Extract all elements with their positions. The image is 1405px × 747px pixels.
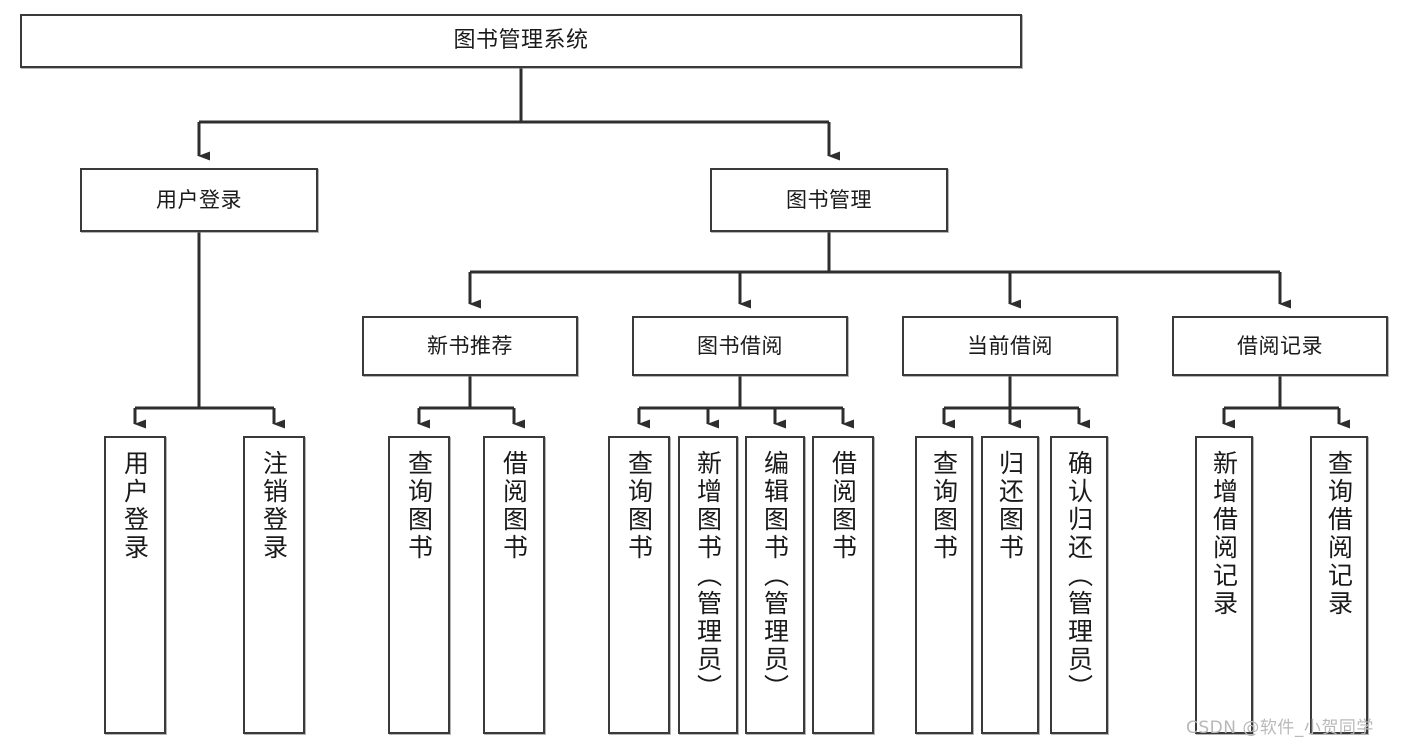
node-label: 注销登录 bbox=[259, 450, 289, 562]
node-label: 查询借阅记录 bbox=[1324, 450, 1354, 618]
csdn-watermark: CSDN @软件_小贺同学 bbox=[1186, 718, 1374, 738]
leaf-edit-book-admin[interactable]: 编辑图书（管理员） bbox=[745, 436, 805, 734]
node-book-manage[interactable]: 图书管理 bbox=[710, 168, 948, 232]
leaf-user-login[interactable]: 用户登录 bbox=[104, 436, 166, 734]
node-label: 新增借阅记录 bbox=[1209, 450, 1239, 618]
leaf-confirm-return[interactable]: 确认归还（管理员） bbox=[1050, 436, 1108, 734]
node-label: 查询图书 bbox=[929, 450, 959, 562]
node-current-borrow[interactable]: 当前借阅 bbox=[902, 316, 1118, 376]
node-label: 借阅记录 bbox=[1237, 333, 1323, 358]
node-label: 用户登录 bbox=[120, 450, 150, 562]
node-borrow-record[interactable]: 借阅记录 bbox=[1172, 316, 1388, 376]
node-label: 查询图书 bbox=[624, 450, 654, 562]
node-label: 图书管理系统 bbox=[453, 28, 589, 54]
leaf-query-book-1[interactable]: 查询图书 bbox=[388, 436, 450, 734]
node-label: 图书管理 bbox=[786, 187, 872, 212]
node-label: 查询图书 bbox=[404, 450, 434, 562]
node-root-system[interactable]: 图书管理系统 bbox=[20, 14, 1022, 68]
leaf-add-book-admin[interactable]: 新增图书（管理员） bbox=[678, 436, 738, 734]
leaf-borrow-book-2[interactable]: 借阅图书 bbox=[812, 436, 874, 734]
leaf-borrow-book-1[interactable]: 借阅图书 bbox=[483, 436, 545, 734]
node-label: 新书推荐 bbox=[427, 333, 513, 358]
leaf-query-book-3[interactable]: 查询图书 bbox=[915, 436, 973, 734]
leaf-add-record[interactable]: 新增借阅记录 bbox=[1195, 436, 1253, 734]
node-label: 图书借阅 bbox=[697, 333, 783, 358]
leaf-query-record[interactable]: 查询借阅记录 bbox=[1310, 436, 1368, 734]
node-book-borrow[interactable]: 图书借阅 bbox=[632, 316, 848, 376]
node-new-book-recommend[interactable]: 新书推荐 bbox=[362, 316, 578, 376]
node-label: 用户登录 bbox=[156, 187, 242, 212]
node-label: 确认归还（管理员） bbox=[1064, 450, 1094, 702]
node-label: 当前借阅 bbox=[967, 333, 1053, 358]
node-label: 新增图书（管理员） bbox=[693, 450, 723, 702]
leaf-query-book-2[interactable]: 查询图书 bbox=[608, 436, 670, 734]
leaf-logout[interactable]: 注销登录 bbox=[243, 436, 305, 734]
node-label: 归还图书 bbox=[995, 450, 1025, 562]
leaf-return-book[interactable]: 归还图书 bbox=[981, 436, 1039, 734]
node-label: 借阅图书 bbox=[499, 450, 529, 562]
node-user-login[interactable]: 用户登录 bbox=[80, 168, 318, 232]
node-label: 借阅图书 bbox=[828, 450, 858, 562]
node-label: 编辑图书（管理员） bbox=[760, 450, 790, 702]
